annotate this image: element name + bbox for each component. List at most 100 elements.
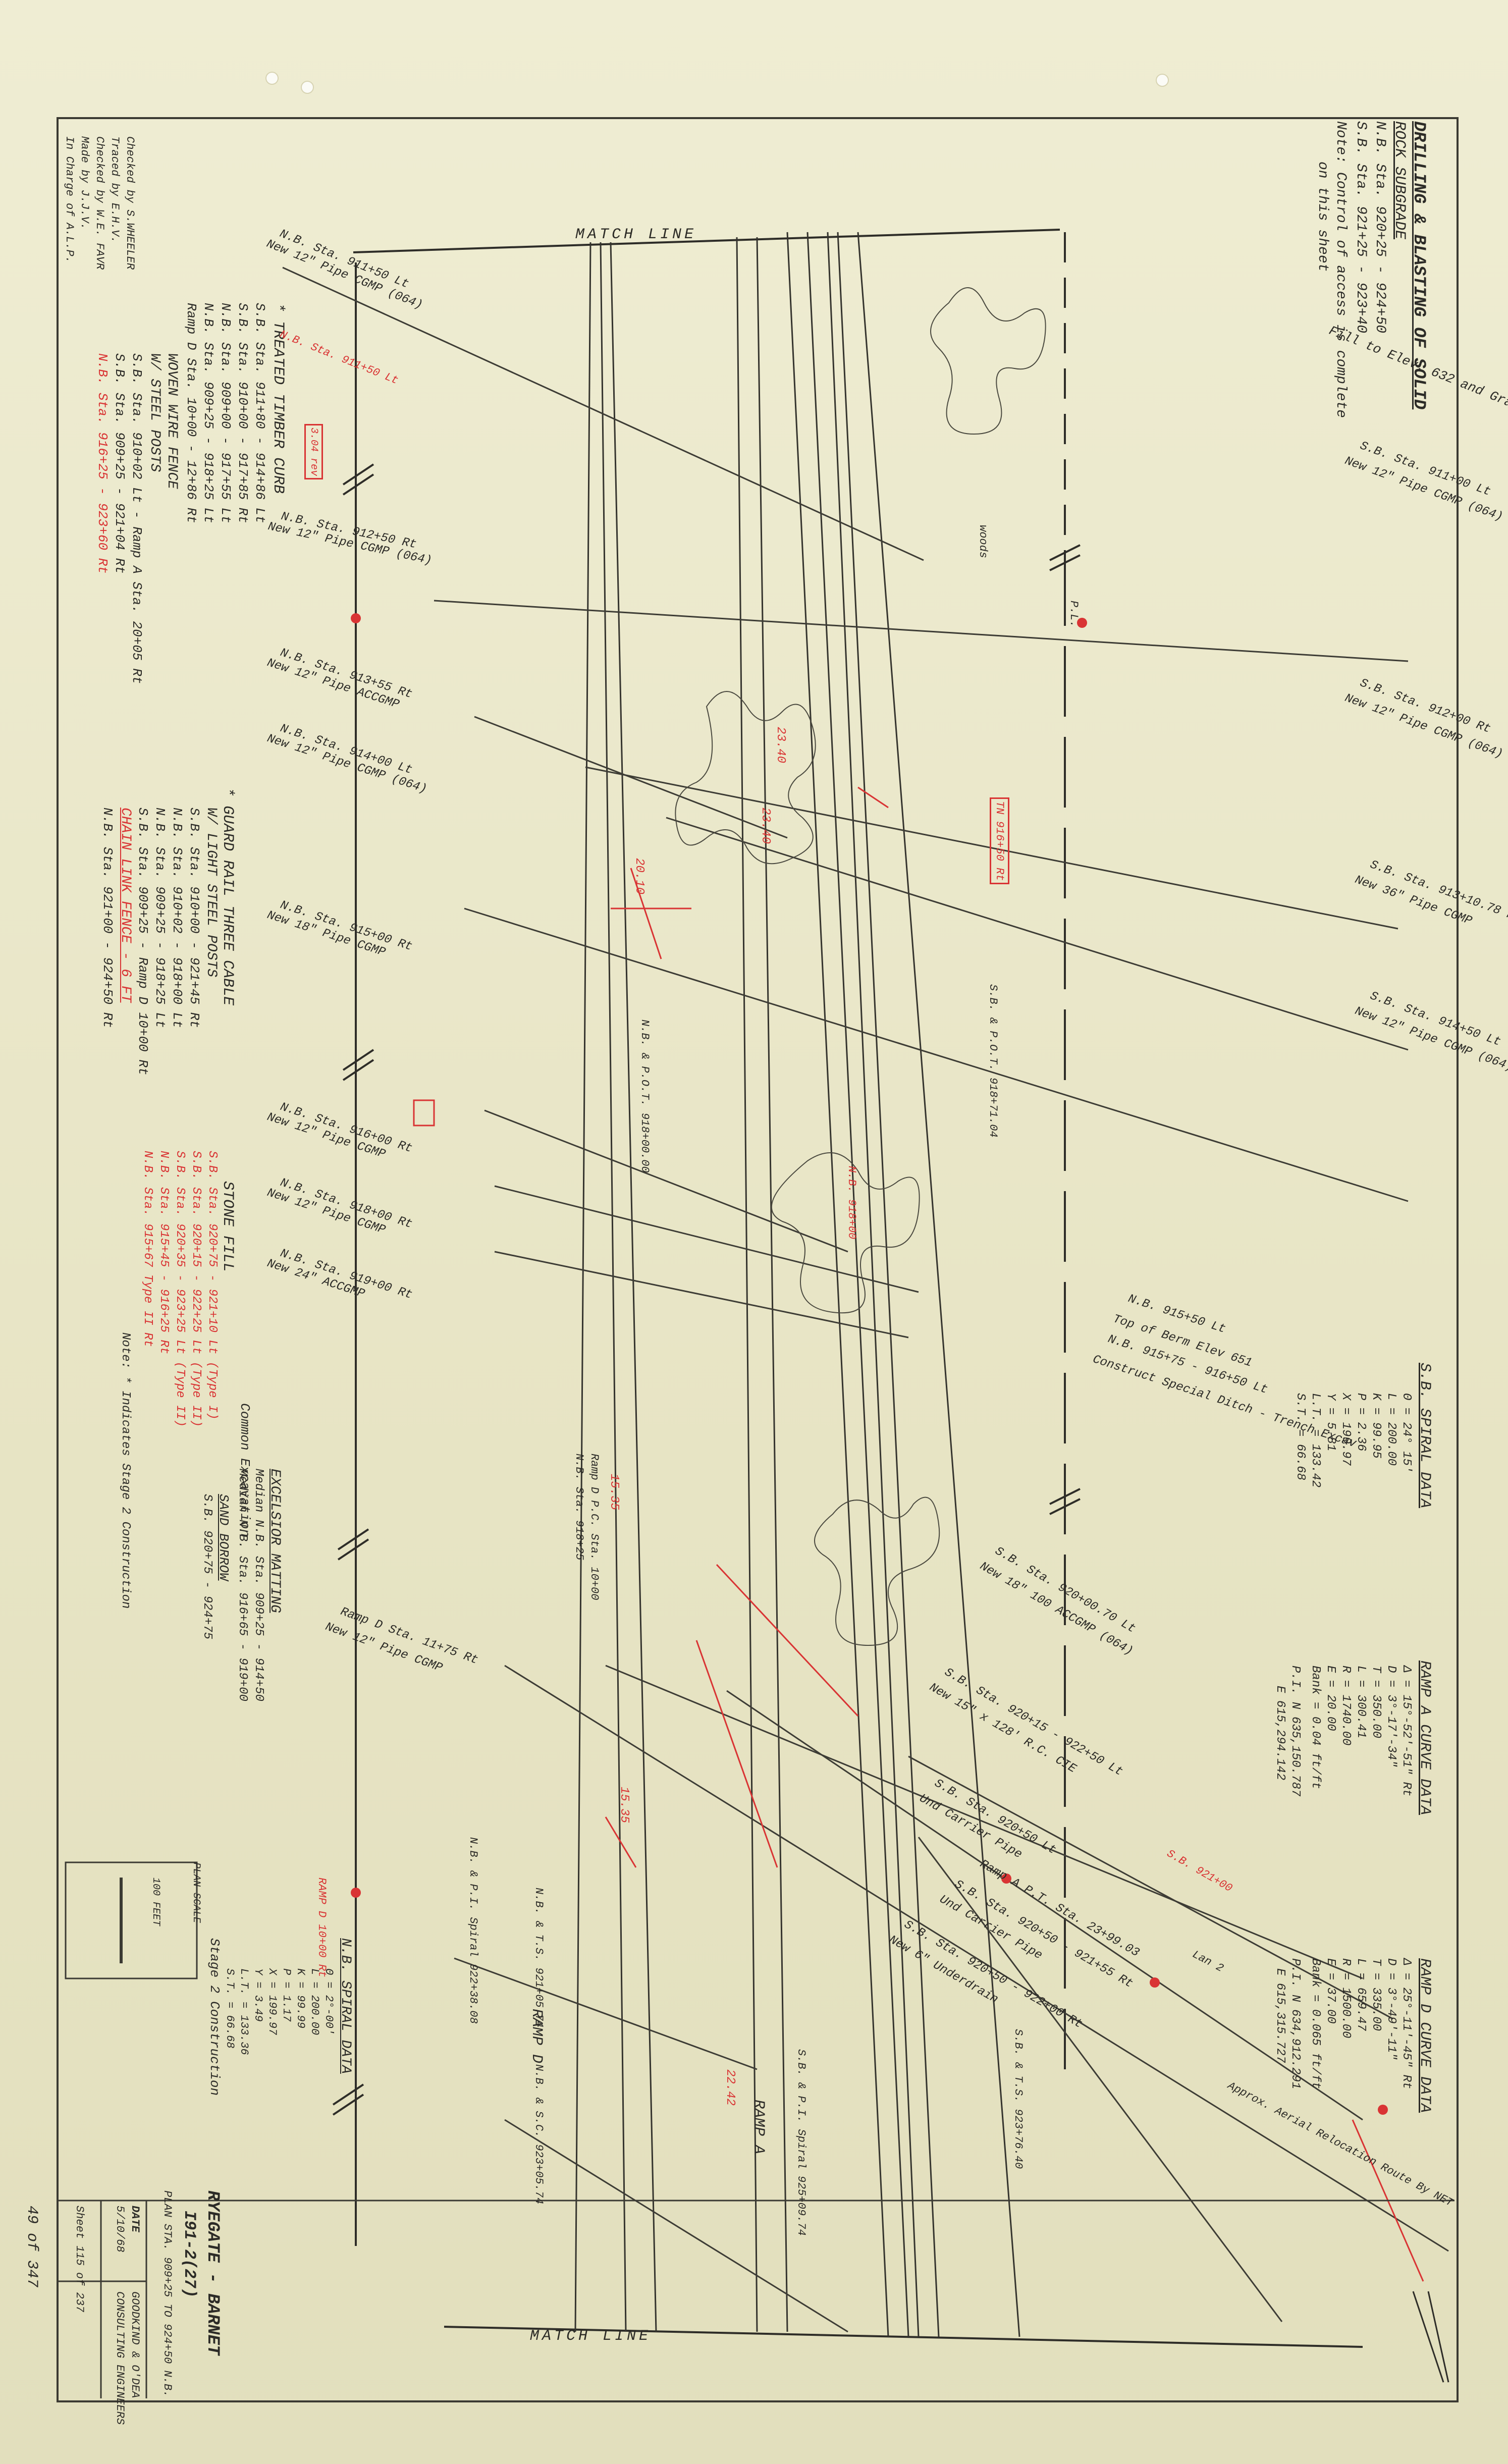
nb-spiral-row-1: L = 200.00 (308, 1968, 321, 2036)
guard-rail-line-0: S.B. Sta. 910+00 - 921+45 Rt (187, 808, 202, 1028)
treated-timber-line-4: Ramp D Sta. 10+00 - 12+86 Rt (184, 303, 199, 523)
ramp-d-title: RAMP D CURVE DATA (1416, 1958, 1433, 2113)
annotation-red-4: 20.10 (632, 858, 646, 895)
match-line-top-label: MATCH LINE (575, 226, 697, 243)
red-markups (413, 786, 1424, 2282)
plan-stations: PLAN STA. 909+25 TO 924+50 N.B. (161, 2190, 174, 2397)
plan-scale-unit: 100 FEET (150, 1878, 161, 1926)
credit-checked: Checked by W.E. FAVR (93, 136, 106, 270)
excelsior-title: EXCELSIOR MATTING (267, 1469, 283, 1613)
stone-fill-note: Note: * Indicates Stage 2 Construction (119, 1332, 132, 1609)
ramp-a-row-5: E = 20.00 (1324, 1666, 1337, 1731)
stage-2-construction: Stage 2 Construction (207, 1938, 222, 2096)
sb-spiral-row-7: S.T. = 66.68 (1294, 1393, 1307, 1480)
north-arrow (1412, 2291, 1449, 2383)
sb-spiral-row-6: L.T. = 133.42 (1309, 1393, 1322, 1488)
annotation-red-9: 15.35 (617, 1787, 631, 1824)
sb-spiral-row-1: L = 200.00 (1384, 1393, 1398, 1466)
punch-hole-left (265, 72, 279, 85)
nb-spiral-row-4: X = 199.97 (266, 1968, 279, 2036)
annotation-red-7: RAMP D 10+00 Rt (315, 1878, 328, 1978)
nb-spiral-row-3: P = 1.17 (280, 1968, 293, 2022)
woods-outline-3 (814, 1496, 940, 1646)
woven-wire-line-1: S.B. Sta. 909+25 - 921+04 Rt (112, 353, 127, 574)
treated-timber-line-1: S.B. Sta. 910+00 - 917+85 Rt (235, 303, 250, 523)
treated-timber-line-0: S.B. Sta. 911+80 - 914+86 Lt (252, 303, 267, 523)
credit-made: Made by J.J.V. (78, 136, 91, 230)
match-line-bottom-label: MATCH LINE (530, 2328, 652, 2345)
guard-rail-title: * GUARD RAIL THREE CABLE (219, 787, 236, 1006)
annotation-black-39: S.B. & T.S. 923+76.40 (1012, 2029, 1025, 2169)
annotation-red-8: N.B. 918+00 (845, 1166, 858, 1240)
stone-fill-line-2: S.B. Sta. 920+35 - 923+25 Lt (Type II) (173, 1151, 187, 1427)
annotation-black-35: S.B. & P.O.T. 918+71.04 (987, 984, 999, 1138)
annotation-black-41: N.B. & P.I. Spiral 922+38.08 (467, 1837, 479, 2024)
firm-name: GOODKIND & O'DEA (129, 2291, 141, 2398)
drilling-subtitle: ROCK SUBGRADE (1391, 121, 1408, 240)
annotation-red-2: 23.40 (774, 727, 787, 764)
credit-checked2: Checked by S.WHEELER (124, 136, 136, 270)
ramp-a-row-2: T = 350.00 (1369, 1666, 1383, 1739)
chain-link-sta: N.B. Sta. 921+00 - 924+50 Rt (100, 808, 115, 1028)
ramp-a-row-0: Δ = 15°-52'-51" Rt (1399, 1666, 1413, 1797)
ramp-a-row-6: Bank = 0.04 ft/ft (1309, 1666, 1322, 1789)
sb-spiral-row-0: Θ = 24° 15' (1399, 1393, 1413, 1473)
ramp-a-pi-n: P.I. N 635,150.787 (1288, 1666, 1302, 1797)
annotation-black-40: S.B. & P.I. Spiral 925+09.74 (795, 2049, 807, 2236)
annotation-red-3: 23.40 (759, 808, 772, 844)
ramp-d-row-3: L = 659.47 (1354, 1958, 1368, 2031)
sand-borrow-line: S.B. 920+75 - 924+75 (200, 1494, 214, 1640)
plan-scale-label: PLAN SCALE (190, 1862, 202, 1923)
drilling-sb: S.B. Sta. 921+25 - 923+40 (1353, 121, 1369, 334)
right-of-way (355, 232, 1066, 2246)
ramp-d-pi-e: E 615,315.727 (1273, 1968, 1287, 2063)
woven-wire-fence: WOVEN WIRE FENCE (164, 353, 180, 489)
match-line-bottom (444, 2326, 1363, 2348)
credit-in-charge: In Charge of A.L.P. (63, 136, 76, 263)
treated-timber-line-3: N.B. Sta. 909+25 - 918+25 Lt (201, 303, 216, 523)
match-line-top (353, 229, 1060, 253)
common-excavation: Common Excavation (237, 1403, 252, 1537)
plan-scale-bar (65, 1861, 198, 1979)
ramp-d-row-6: Bank = 0.065 ft/ft (1309, 1958, 1322, 2090)
stone-fill-line-1: S.B. Sta. 920+15 - 922+25 Lt (Type II) (189, 1151, 203, 1427)
ramp-d-pi-n: P.I. N 634,912.291 (1288, 1958, 1302, 2090)
annotation-black-53: woods (977, 525, 989, 559)
nb-spiral-title: N.B. SPIRAL DATA (338, 1938, 353, 2074)
ramp-a-row-1: D = 3°-17'-34" (1384, 1666, 1398, 1767)
woods-outline-2 (771, 1152, 920, 1314)
highway-alignments (574, 232, 1020, 2337)
excelsior-line-1: Median N.B. Sta. 909+25 - 914+50 (252, 1469, 265, 1701)
annotation-black-56: P.L. (1067, 601, 1080, 627)
guard-rail-sub: W/ LIGHT STEEL POSTS (203, 808, 219, 978)
date-label: DATE (129, 2206, 141, 2232)
ramp-d-row-2: T = 335.00 (1369, 1958, 1383, 2031)
sheet-number: Sheet 115 of 237 (73, 2206, 86, 2313)
ramp-a-row-4: R = 1740.00 (1339, 1666, 1353, 1746)
annotation-black-37: N.B. & T.S. 921+05.74 (532, 1888, 545, 2028)
woods-outline-4 (930, 287, 1046, 435)
access-note-2: on this sheet (1315, 162, 1330, 272)
sand-borrow-title: SAND BORROW (216, 1494, 231, 1581)
annotation-red-1: 3.04 rev (304, 424, 323, 480)
project-number: I91-2(27) (180, 2211, 199, 2298)
red-points (351, 613, 1388, 2115)
guard-rail-line-1: N.B. Sta. 910+02 - 918+00 Lt (170, 808, 185, 1028)
stone-fill-line-3: N.B. Sta. 915+45 - 916+25 Rt (157, 1151, 171, 1355)
annotation-black-38: N.B. & S.C. 923+05.74 (532, 2064, 545, 2205)
sb-spiral-row-2: K = 99.95 (1369, 1393, 1383, 1459)
sb-spiral-row-4: X = 199.97 (1339, 1393, 1353, 1466)
sb-spiral-title: S.B. SPIRAL DATA (1416, 1363, 1433, 1509)
punch-hole-right (1156, 74, 1169, 87)
ramp-d-row-1: D = 3°-49'-11" (1384, 1958, 1398, 2060)
annotation-black-52: RAMP D (528, 2009, 545, 2064)
woven-wire-line-2: N.B. Sta. 916+25 - 923+60 Rt (95, 353, 110, 574)
guard-rail-line-2: N.B. Sta. 909+25 - 918+25 Lt (152, 808, 168, 1028)
punch-hole-mid (301, 81, 314, 94)
nb-spiral-row-5: Y = 3.49 (252, 1968, 264, 2022)
date-value: 5/10/68 (114, 2206, 126, 2253)
ramp-a-row-3: L = 300.41 (1354, 1666, 1368, 1739)
culvert-lines (282, 266, 1449, 2333)
ramp-d-row-5: E = 37.00 (1324, 1958, 1337, 2024)
annotation-black-48: N.B. Sta. 918+25 (573, 1454, 585, 1561)
